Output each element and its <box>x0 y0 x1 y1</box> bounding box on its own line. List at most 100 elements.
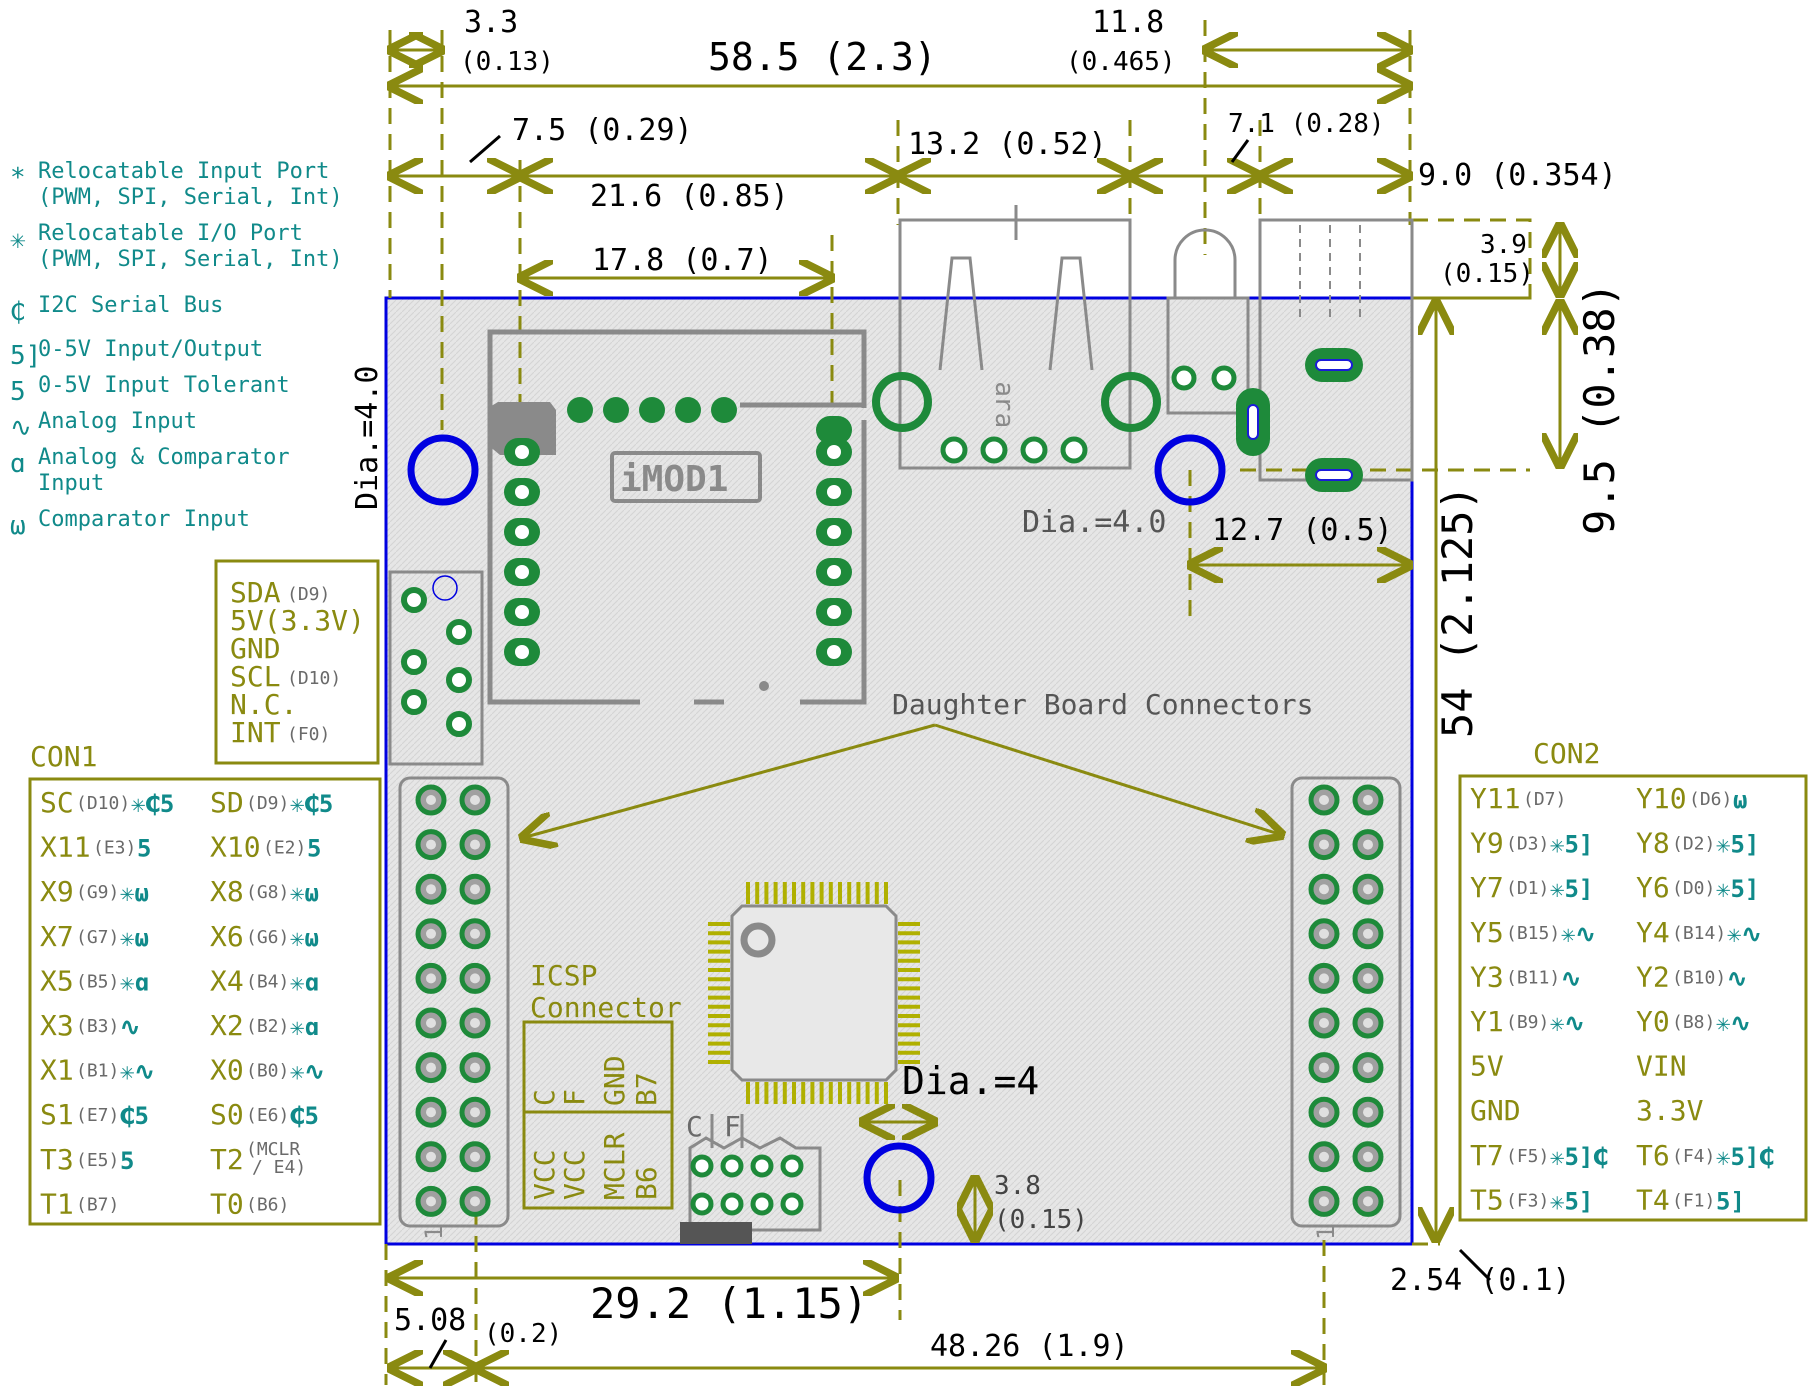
pin-sub: (B3) <box>76 1016 119 1037</box>
pin-name: X1 <box>40 1054 74 1087</box>
pin-name: Y0 <box>1636 1005 1670 1038</box>
pin-markers: ✳∿ <box>120 1058 155 1086</box>
pin-sub: (B6) <box>246 1194 289 1215</box>
pin-name: X5 <box>40 964 74 997</box>
icsp-bottom-label: VCC <box>528 1149 561 1200</box>
header-pad-hole <box>426 884 436 895</box>
i2c-pad <box>401 689 427 715</box>
icsp-title-1: ICSP <box>530 959 597 992</box>
pin-markers: ✳∿ <box>1550 1009 1585 1037</box>
header-pad-hole <box>426 1151 436 1162</box>
imod-socket <box>487 329 867 705</box>
pin-name: X6 <box>210 920 244 953</box>
imod-pad-hole <box>827 445 841 459</box>
pin-name: 5V <box>1470 1050 1504 1083</box>
dim-0-465: (0.465) <box>1066 47 1176 77</box>
pin-markers: ✳∿ <box>290 1058 325 1086</box>
dim-3-9: 3.9 <box>1480 230 1527 260</box>
pin-sub: (B8) <box>1672 1012 1715 1033</box>
pin-sub: (E7) <box>76 1105 119 1126</box>
pin-markers: ✳ω <box>290 879 319 907</box>
pin-markers: ₵5 <box>290 1102 319 1130</box>
dim-0-2: (0.2) <box>484 1319 562 1349</box>
pin-name: Y6 <box>1636 871 1670 904</box>
con2-box <box>1458 774 1808 1222</box>
pin-markers: 5 <box>307 835 321 863</box>
pin-markers: ✳5]₵ <box>1550 1143 1608 1171</box>
i2c-pin-name: SDA <box>230 576 281 609</box>
imod-pad-hole <box>827 485 841 499</box>
pin-markers: ✳ɑ <box>120 968 149 996</box>
icsp-f-mark: F <box>724 1110 741 1143</box>
header-pad-hole <box>1363 1018 1373 1028</box>
led-outline <box>1166 228 1250 415</box>
i2c-pin-sub: (D10) <box>287 668 341 689</box>
header-pad-hole <box>470 973 480 984</box>
pin-name: X8 <box>210 875 244 908</box>
pin-sub: (D6) <box>1689 789 1732 810</box>
imod-pad-hole <box>515 565 529 579</box>
header-pad-hole <box>470 1018 480 1028</box>
pin-sub: (D0) <box>1672 878 1715 899</box>
i2c-pad <box>401 587 427 613</box>
pin-markers: ✳∿ <box>1561 920 1596 948</box>
con2-title: CON2 <box>1533 737 1600 770</box>
pin-sub: (B7) <box>76 1194 119 1215</box>
pin-name: Y1 <box>1470 1005 1504 1038</box>
pin-sub: (F3) <box>1506 1190 1549 1211</box>
header-pad-hole <box>470 1107 480 1118</box>
pin-markers: ✳₵5 <box>131 790 174 818</box>
dim-5-08: 5.08 <box>394 1303 466 1338</box>
icsp-top-label: F <box>558 1089 591 1106</box>
legend-label: 0-5V Input Tolerant <box>38 373 290 398</box>
header-pad-hole <box>470 795 480 805</box>
imod-pad-hole <box>515 525 529 539</box>
con1-title: CON1 <box>30 740 97 773</box>
pin-sub: (G7) <box>76 927 119 948</box>
con1-box <box>28 777 382 1226</box>
legend-sublabel: (PWM, SPI, Serial, Int) <box>38 185 343 210</box>
pin-sub: (D7) <box>1523 789 1566 810</box>
i2c-pin-name: INT <box>230 716 281 749</box>
imod-pad-hole <box>515 445 529 459</box>
pin-markers: ✳5] <box>1550 875 1593 903</box>
pin-sub: (E2) <box>263 838 306 859</box>
mounting-holes <box>407 434 1226 1214</box>
dia-bottom: Dia.=4 <box>902 1059 1039 1103</box>
header-pad-hole <box>1319 1107 1329 1118</box>
dim-3-8: 3.8 <box>994 1171 1041 1201</box>
pin-sub: (F1) <box>1672 1190 1715 1211</box>
dim-0-15a: (0.15) <box>1440 259 1534 289</box>
i2c-pin-name: GND <box>230 632 281 665</box>
pin-name: Y3 <box>1470 960 1504 993</box>
header-pad-hole <box>470 884 480 895</box>
i2c-hole <box>432 575 458 601</box>
header-pad-hole <box>1363 839 1373 850</box>
pin-name: X9 <box>40 875 74 908</box>
header-pad-hole <box>1363 928 1373 939</box>
header-pad-hole <box>426 1062 436 1073</box>
legend-label: I2C Serial Bus <box>38 293 223 318</box>
i2c-pin-name: SCL <box>230 660 281 693</box>
dim-17-8: 17.8 (0.7) <box>592 243 773 278</box>
header-pad-hole <box>1319 884 1329 895</box>
dim-2-54: 2.54 (0.1) <box>1390 1263 1571 1298</box>
legend-icon: ∿ <box>10 413 32 443</box>
imod-pad <box>816 416 852 444</box>
icsp-c-mark: C <box>686 1110 703 1143</box>
pin-name: T6 <box>1636 1139 1670 1172</box>
imod-pad-hole <box>827 565 841 579</box>
pin-sub: (B9) <box>1506 1012 1549 1033</box>
pin-sub: (D2) <box>1672 834 1715 855</box>
header-pad-hole <box>426 839 436 850</box>
dim-21-6: 21.6 (0.85) <box>590 179 789 214</box>
pin-name: X7 <box>40 920 74 953</box>
legend-icon: * <box>10 163 26 193</box>
header-pad-hole <box>426 1107 436 1118</box>
header-pad-hole <box>1319 839 1329 850</box>
icsp-bottom-label: MCLR <box>598 1132 631 1200</box>
dia-right: Dia.=4.0 <box>1022 505 1167 540</box>
pin-name: Y9 <box>1470 827 1504 860</box>
pin-name: X0 <box>210 1054 244 1087</box>
